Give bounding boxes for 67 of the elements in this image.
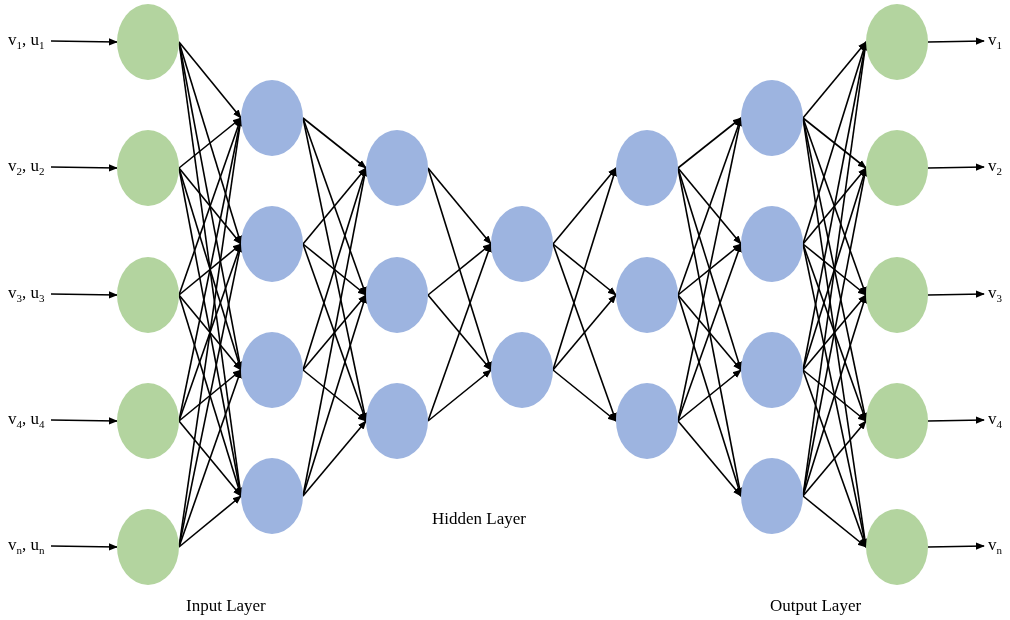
arrow bbox=[552, 294, 617, 371]
arrow bbox=[50, 291, 118, 299]
arrow bbox=[302, 117, 367, 169]
arrow bbox=[302, 117, 367, 296]
arrow bbox=[802, 294, 867, 497]
arrow bbox=[802, 495, 867, 548]
arrow bbox=[50, 38, 118, 46]
arrow bbox=[427, 243, 492, 296]
arrow bbox=[802, 294, 867, 371]
variable-label: v$_{1}$, u$_{1}$ bbox=[8, 31, 45, 52]
arrow bbox=[552, 369, 617, 422]
variable-label: v$_{4}$ bbox=[988, 410, 1002, 431]
arrow bbox=[302, 294, 367, 497]
variable-label: v$_{2}$, u$_{2}$ bbox=[8, 157, 45, 178]
arrow bbox=[552, 243, 617, 422]
arrow bbox=[677, 117, 742, 169]
arrow bbox=[677, 294, 742, 371]
arrow bbox=[302, 243, 367, 296]
arrow bbox=[802, 117, 867, 169]
variable-label: v$_{4}$, u$_{4}$ bbox=[8, 410, 45, 431]
arrow bbox=[302, 167, 367, 245]
arrow bbox=[178, 41, 242, 119]
arrow bbox=[927, 542, 985, 550]
arrow bbox=[427, 294, 492, 371]
layer-label: Output Layer bbox=[770, 596, 862, 616]
variable-label: v$_{1}$ bbox=[988, 31, 1002, 52]
arrow bbox=[427, 369, 492, 422]
arrow bbox=[178, 243, 242, 296]
variable-label: v$_{n}$, u$_{n}$ bbox=[8, 536, 45, 557]
arrow bbox=[927, 290, 985, 298]
variable-label: v$_{3}$ bbox=[988, 284, 1002, 305]
arrow bbox=[677, 167, 742, 245]
variable-label: v$_{3}$, u$_{3}$ bbox=[8, 284, 45, 305]
arrow bbox=[50, 164, 118, 172]
arrow bbox=[427, 167, 492, 245]
arrow bbox=[802, 167, 867, 245]
arrow bbox=[677, 420, 742, 497]
arrow bbox=[427, 243, 492, 422]
arrow bbox=[802, 243, 867, 296]
arrow bbox=[677, 369, 742, 422]
variable-label: v$_{n}$ bbox=[988, 536, 1002, 557]
arrow bbox=[178, 495, 242, 548]
arrow bbox=[178, 294, 242, 371]
variable-label: v$_{2}$ bbox=[988, 157, 1002, 178]
arrow bbox=[50, 417, 118, 425]
arrow bbox=[927, 416, 985, 424]
arrow bbox=[178, 117, 242, 169]
arrow bbox=[178, 369, 242, 548]
arrow bbox=[552, 243, 617, 296]
arrow bbox=[677, 243, 742, 296]
arrow bbox=[178, 420, 242, 497]
arrow bbox=[302, 369, 367, 422]
arrow bbox=[552, 167, 617, 245]
arrow bbox=[802, 117, 867, 296]
arrow bbox=[802, 420, 867, 497]
layer-label: Hidden Layer bbox=[432, 509, 526, 529]
arrow bbox=[927, 37, 985, 45]
arrow bbox=[302, 420, 367, 497]
arrow bbox=[927, 163, 985, 171]
arrow bbox=[677, 243, 742, 422]
arrow bbox=[50, 543, 118, 551]
arrow bbox=[302, 294, 367, 371]
layer-label: Input Layer bbox=[186, 596, 266, 616]
arrow bbox=[802, 369, 867, 422]
arrow bbox=[178, 369, 242, 422]
arrow bbox=[178, 167, 242, 245]
arrow bbox=[802, 41, 867, 119]
